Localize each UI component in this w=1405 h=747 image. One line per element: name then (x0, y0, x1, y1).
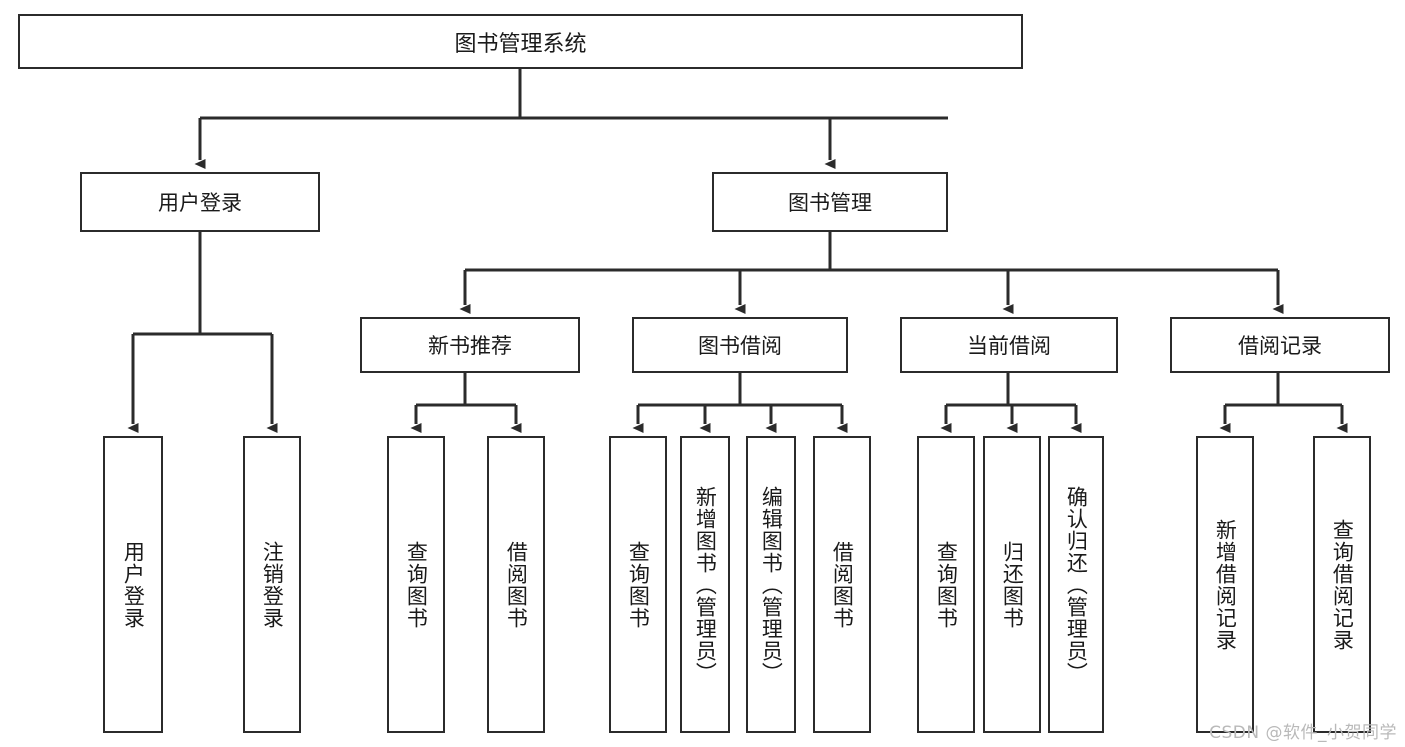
node-root-label: 图书管理系统 (454, 31, 587, 57)
leaf-query-book-label: 查询图书 (626, 540, 651, 629)
node-new-book-recommend[interactable]: 新书推荐 (360, 317, 580, 373)
leaf-return-book[interactable]: 归还图书 (983, 436, 1041, 733)
node-book-management-label: 图书管理 (788, 191, 872, 215)
node-current-borrow[interactable]: 当前借阅 (900, 317, 1118, 373)
leaf-add-borrow-record[interactable]: 新增借阅记录 (1196, 436, 1254, 733)
leaf-query-borrow-record[interactable]: 查询借阅记录 (1313, 436, 1371, 733)
leaf-edit-book-admin-label: 编辑图书（管理员） (759, 485, 784, 684)
leaf-query-book[interactable]: 查询图书 (609, 436, 667, 733)
node-book-borrow-label: 图书借阅 (698, 334, 782, 358)
node-book-borrow[interactable]: 图书借阅 (632, 317, 848, 373)
leaf-query-book-current[interactable]: 查询图书 (917, 436, 975, 733)
node-root[interactable]: 图书管理系统 (18, 14, 1023, 69)
leaf-query-book-recommend-label: 查询图书 (404, 540, 429, 629)
leaf-query-book-recommend[interactable]: 查询图书 (387, 436, 445, 733)
leaf-return-book-label: 归还图书 (1000, 540, 1025, 629)
leaf-borrow-book[interactable]: 借阅图书 (813, 436, 871, 733)
leaf-user-login[interactable]: 用户登录 (103, 436, 163, 733)
leaf-user-login-label: 用户登录 (121, 540, 146, 629)
leaf-confirm-return-admin-label: 确认归还（管理员） (1064, 485, 1089, 684)
leaf-query-book-current-label: 查询图书 (934, 540, 959, 629)
csdn-watermark: CSDN @软件_小贺同学 (1209, 723, 1397, 743)
node-user-login[interactable]: 用户登录 (80, 172, 320, 232)
leaf-query-borrow-record-label: 查询借阅记录 (1330, 518, 1355, 651)
leaf-borrow-book-label: 借阅图书 (830, 540, 855, 629)
leaf-add-book-admin[interactable]: 新增图书（管理员） (680, 436, 730, 733)
node-borrow-record[interactable]: 借阅记录 (1170, 317, 1390, 373)
node-new-book-recommend-label: 新书推荐 (428, 334, 512, 358)
node-borrow-record-label: 借阅记录 (1238, 334, 1322, 358)
node-current-borrow-label: 当前借阅 (967, 334, 1051, 358)
leaf-add-book-admin-label: 新增图书（管理员） (693, 485, 718, 684)
node-user-login-label: 用户登录 (158, 191, 242, 215)
leaf-logout[interactable]: 注销登录 (243, 436, 301, 733)
leaf-borrow-book-recommend-label: 借阅图书 (504, 540, 529, 629)
leaf-borrow-book-recommend[interactable]: 借阅图书 (487, 436, 545, 733)
leaf-edit-book-admin[interactable]: 编辑图书（管理员） (746, 436, 796, 733)
node-book-management[interactable]: 图书管理 (712, 172, 948, 232)
leaf-add-borrow-record-label: 新增借阅记录 (1213, 518, 1238, 651)
leaf-confirm-return-admin[interactable]: 确认归还（管理员） (1048, 436, 1104, 733)
leaf-logout-label: 注销登录 (260, 540, 285, 629)
